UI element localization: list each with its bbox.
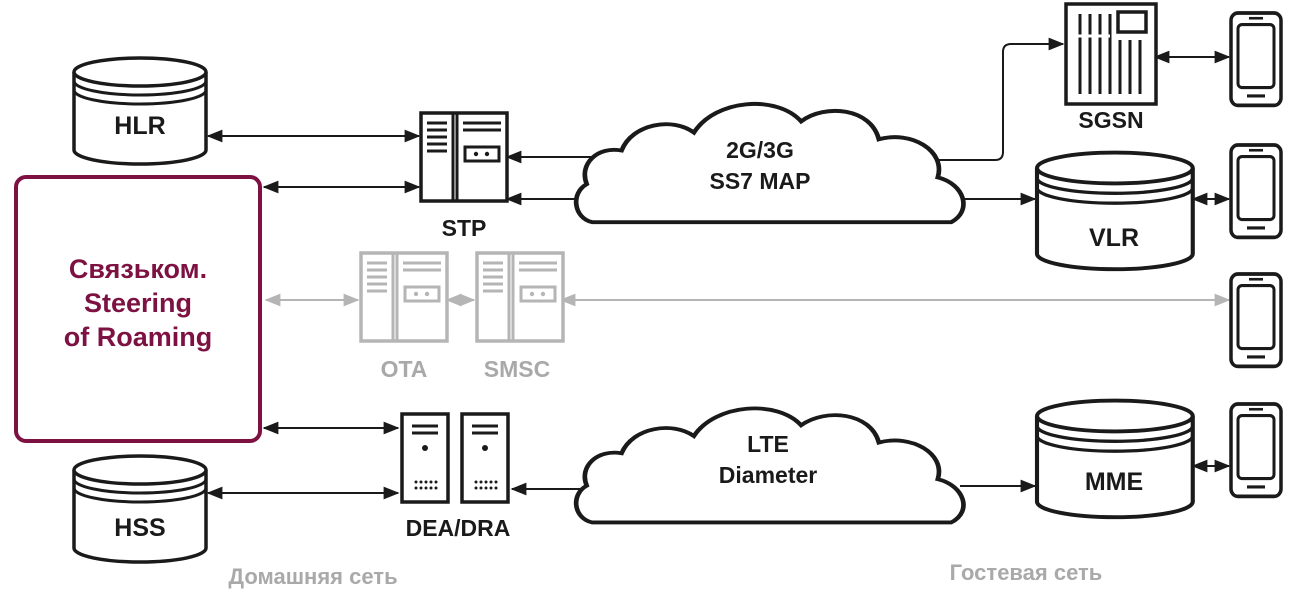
node-label-smsc: SMSC <box>484 356 550 382</box>
visited-network-label: Гостевая сеть <box>950 560 1103 585</box>
node-label-dea-dra: DEA/DRA <box>406 515 511 541</box>
cloud-lte: LTE Diameter <box>576 408 963 522</box>
node-label-hss: HSS <box>114 514 165 542</box>
sor-line3: of Roaming <box>64 322 213 352</box>
mobile-phone-icon <box>1229 402 1283 499</box>
mobile-phone-icon <box>1229 272 1283 369</box>
mobile-phone-icon <box>1229 11 1283 108</box>
node-sgsn: SGSN <box>1064 2 1158 133</box>
node-label-mme: MME <box>1085 468 1143 496</box>
cloud-lte-line1: LTE <box>747 431 789 457</box>
node-stp: STP <box>419 111 509 241</box>
node-dea-dra: DEA/DRA <box>400 412 511 541</box>
node-vlr: VLR <box>1037 153 1193 270</box>
tower-server-icon <box>460 412 510 504</box>
database-icon <box>1037 401 1193 518</box>
tower-server-icon <box>400 412 450 504</box>
database-icon <box>72 56 208 166</box>
sor-line2: Steering <box>84 288 192 318</box>
mobile-phone-icon <box>1229 143 1283 240</box>
cloud-ss7-line1: 2G/3G <box>726 137 794 163</box>
database-icon <box>72 454 208 564</box>
node-mme: MME <box>1037 401 1193 518</box>
server-rack-icon <box>1064 2 1158 106</box>
node-label-vlr: VLR <box>1089 224 1139 252</box>
cloud-icon <box>576 104 963 222</box>
node-label-stp: STP <box>442 215 487 241</box>
connections <box>206 37 1231 500</box>
node-hss: HSS <box>72 454 208 564</box>
node-label-ota: OTA <box>381 356 428 382</box>
server-icon <box>475 251 565 343</box>
cloud-ss7-line2: SS7 MAP <box>710 168 811 194</box>
node-ota: OTA <box>359 251 449 382</box>
server-icon <box>419 111 509 203</box>
sor-line1: Связьком. <box>69 254 207 284</box>
link-cloud-sgsn <box>938 37 1065 161</box>
node-smsc: SMSC <box>475 251 565 382</box>
node-hlr: HLR <box>72 56 208 166</box>
node-label-sgsn: SGSN <box>1078 107 1143 133</box>
node-label-hlr: HLR <box>114 112 165 140</box>
sor-box: Связьком. Steering of Roaming <box>14 175 262 443</box>
cloud-lte-line2: Diameter <box>719 462 817 488</box>
cloud-ss7: 2G/3G SS7 MAP <box>576 104 963 222</box>
home-network-label: Домашняя сеть <box>228 564 397 589</box>
server-icon <box>359 251 449 343</box>
